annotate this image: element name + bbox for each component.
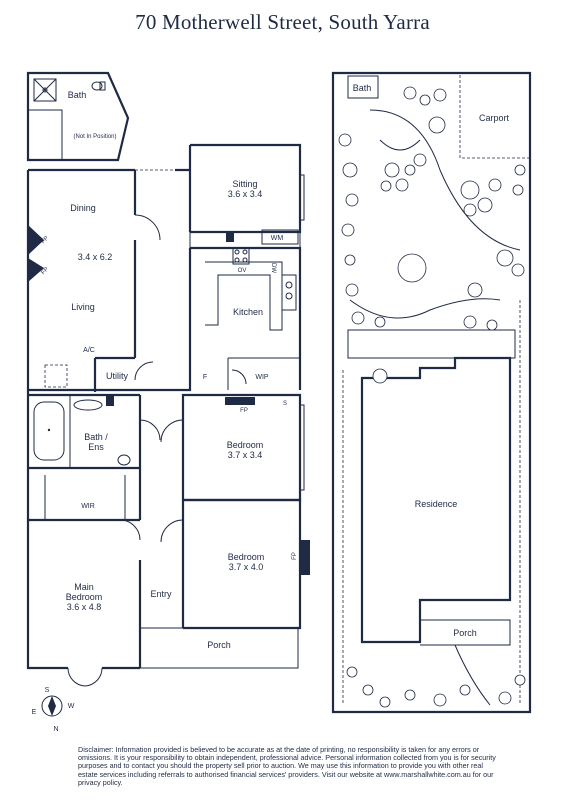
sitting-label: Sitting: [232, 179, 257, 189]
sitting-size-label: 3.6 x 3.4: [228, 189, 263, 199]
floor-plan-diagram: Bath (Not In Position): [26, 71, 532, 733]
s-label: S: [283, 401, 287, 407]
fp-bedroom-2-label: FP: [292, 552, 298, 560]
compass-e-label: E: [32, 709, 37, 716]
utility-label: Utility: [106, 371, 128, 381]
house-walls: [26, 143, 310, 687]
site-porch-label: Porch: [453, 628, 477, 638]
wm-label: WM: [271, 235, 284, 242]
compass-n-label: N: [53, 726, 58, 733]
compass-icon: [41, 695, 63, 717]
site-plan: [331, 71, 532, 714]
bedroom-2-label: Bedroom: [228, 552, 265, 562]
outbuilding-bath: [26, 71, 130, 162]
living-label: Living: [71, 302, 95, 312]
bedroom-1-label: Bedroom: [227, 440, 264, 450]
site-bath-label: Bath: [353, 83, 372, 93]
wip-label: WIP: [255, 374, 269, 381]
compass-s-label: S: [45, 687, 50, 694]
dw-label: DW: [270, 263, 276, 273]
porch-label: Porch: [207, 640, 231, 650]
not-in-position-label: (Not In Position): [73, 134, 116, 140]
compass-w-label: W: [68, 703, 75, 710]
entry-label: Entry: [150, 589, 172, 599]
dining-label: Dining: [70, 203, 96, 213]
ov-label: OV: [238, 268, 247, 274]
residence-label: Residence: [415, 499, 458, 509]
kitchen-label: Kitchen: [233, 307, 263, 317]
ac-label: A/C: [83, 347, 95, 354]
fp-living-label: FP: [40, 235, 50, 245]
main-bedroom-label: Main: [74, 582, 94, 592]
main-bedroom-size-label: 3.6 x 4.8: [67, 602, 102, 612]
bedroom-2-size-label: 3.7 x 4.0: [229, 562, 264, 572]
fridge-label: F: [203, 374, 207, 381]
living-size-label: 3.4 x 6.2: [78, 252, 113, 262]
wir-label: WIR: [81, 503, 95, 510]
garden-trees: [338, 86, 526, 708]
outbuilding-bath-label: Bath: [68, 90, 87, 100]
disclaimer-text: Disclaimer: Information provided is beli…: [78, 745, 496, 787]
ens-label: Ens: [88, 442, 104, 452]
carport-label: Carport: [479, 113, 510, 123]
fp-living-label-2: FP: [40, 266, 50, 276]
bedroom-1-size-label: 3.7 x 3.4: [228, 450, 263, 460]
fp-bedroom-label: FP: [240, 408, 248, 414]
main-bedroom-label-2: Bedroom: [66, 592, 103, 602]
page-title: 70 Motherwell Street, South Yarra: [135, 10, 430, 34]
bath-ens-label: Bath /: [84, 432, 108, 442]
